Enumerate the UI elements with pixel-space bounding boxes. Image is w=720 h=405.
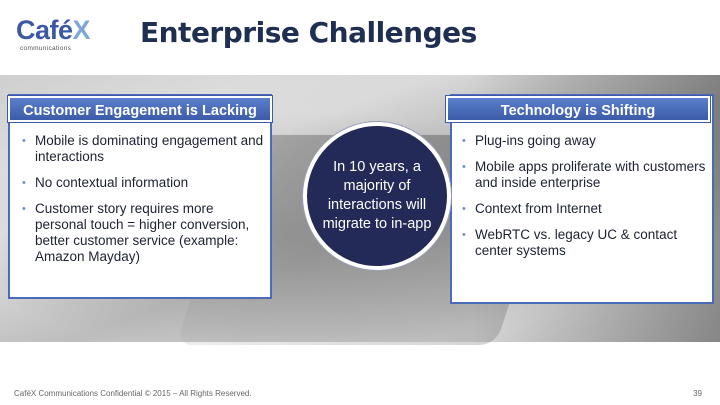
bullet-icon: • xyxy=(462,161,466,173)
bullet-icon: • xyxy=(462,135,466,147)
callout-text: In 10 years, a majority of interactions … xyxy=(322,159,432,232)
list-item: •WebRTC vs. legacy UC & contact center s… xyxy=(462,227,678,258)
logo-wordmark: CaféX xyxy=(16,15,91,45)
bullet-icon: • xyxy=(22,203,26,215)
left-panel xyxy=(8,94,272,299)
page-number: 39 xyxy=(693,389,702,398)
logo-subtitle: communications xyxy=(20,45,72,52)
right-panel xyxy=(450,94,714,304)
footer-confidential: CaféX Communications Confidential © 2015… xyxy=(14,389,252,398)
list-item: •Context from Internet xyxy=(462,201,602,216)
right-bullet-list: •Plug-ins going away •Mobile apps prolif… xyxy=(460,133,710,269)
bullet-icon: • xyxy=(462,203,466,215)
right-panel-heading: Technology is Shifting xyxy=(446,96,710,122)
left-panel-heading: Customer Engagement is Lacking xyxy=(8,96,272,122)
slide-title: Enterprise Challenges xyxy=(140,16,477,49)
list-item: •Plug-ins going away xyxy=(462,133,596,148)
bullet-icon: • xyxy=(22,177,26,189)
list-item: •Mobile is dominating engagement and int… xyxy=(22,133,264,164)
bullet-icon: • xyxy=(462,229,466,241)
cafex-logo: CaféX communications xyxy=(16,14,116,54)
center-callout-circle: In 10 years, a majority of interactions … xyxy=(303,122,451,270)
bullet-icon: • xyxy=(22,135,26,147)
list-item: •Mobile apps proliferate with customers … xyxy=(462,159,706,190)
list-item: •No contextual information xyxy=(22,175,189,190)
left-bullet-list: •Mobile is dominating engagement and int… xyxy=(20,133,266,275)
list-item: •Customer story requires more personal t… xyxy=(22,201,250,264)
